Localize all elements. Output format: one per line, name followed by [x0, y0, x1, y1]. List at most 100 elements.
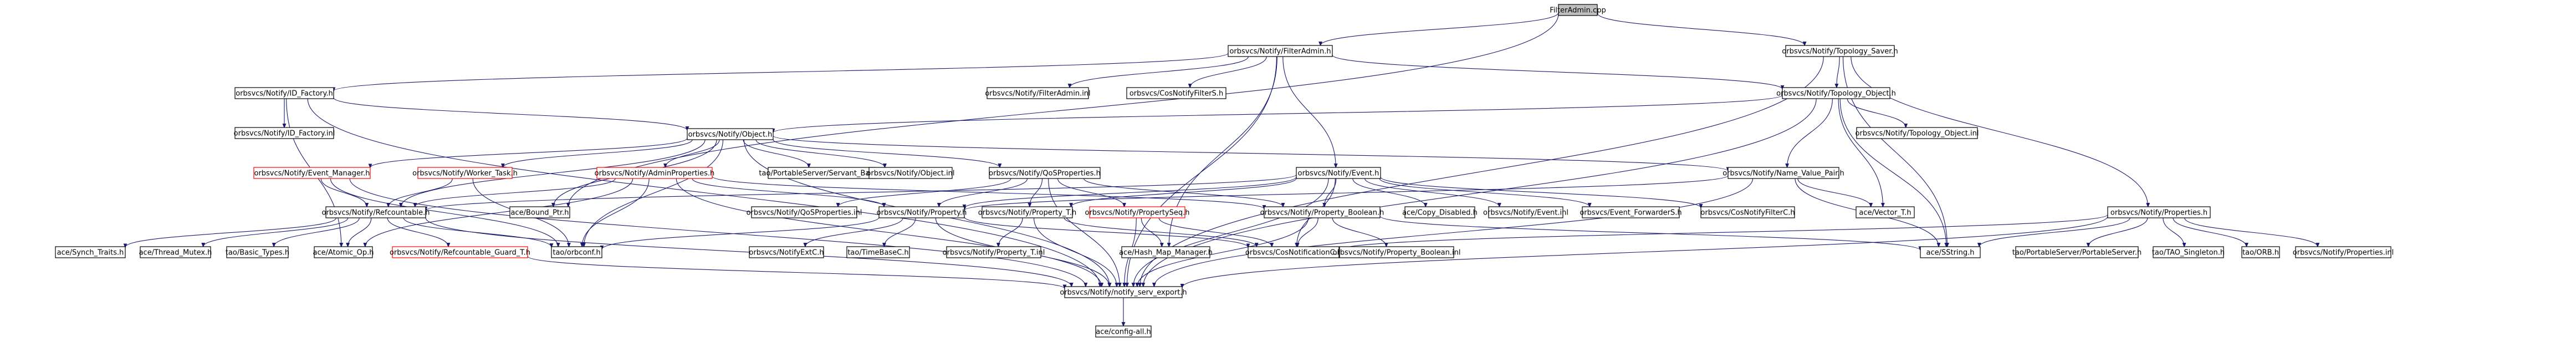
node-label: tao/orbconf.h — [553, 249, 600, 257]
graph-node[interactable]: orbsvcs/Notify/Refcountable.h — [321, 206, 430, 218]
node-box — [1785, 45, 1895, 57]
graph-node[interactable]: ace/Copy_Disabled.h — [1402, 206, 1478, 218]
graph-node[interactable]: orbsvcs/Notify/Event_Manager.h — [253, 167, 371, 179]
graph-node[interactable]: orbsvcs/NotifyExtC.h — [749, 246, 824, 258]
node-box — [878, 206, 965, 218]
edge-n25-to-n43 — [1379, 216, 1920, 251]
graph-node[interactable]: orbsvcs/Notify/Property_Boolean.h — [1260, 206, 1384, 218]
node-box — [2153, 246, 2224, 258]
node-label: orbsvcs/Notify/QoSProperties.inl — [747, 209, 862, 217]
graph-node[interactable]: orbsvcs/Notify/QoSProperties.inl — [747, 206, 862, 218]
edge-n18-to-n43 — [1979, 217, 2130, 247]
node-box — [1296, 167, 1381, 179]
graph-node[interactable]: orbsvcs/Notify/Object.inl — [866, 167, 955, 179]
graph-node[interactable]: orbsvcs/Notify/Worker_Task.h — [412, 167, 518, 179]
node-box — [2015, 246, 2139, 258]
edge-n20-to-n31 — [125, 217, 337, 247]
graph-node[interactable]: ace/Atomic_Op.h — [313, 246, 374, 258]
edge-n6-to-n8 — [773, 95, 1783, 133]
edge-n1-to-n5 — [1190, 56, 1267, 88]
node-label: ace/Hash_Map_Manager.h — [1119, 249, 1213, 257]
node-box — [55, 246, 126, 258]
graph-node[interactable]: orbsvcs/Notify/notify_serv_export.h — [1060, 286, 1187, 298]
graph-node[interactable]: orbsvcs/Notify/Properties.h — [2107, 206, 2211, 218]
node-box — [987, 87, 1089, 99]
node-box — [509, 206, 570, 218]
graph-node[interactable]: tao/ORB.h — [2241, 246, 2280, 258]
graph-node[interactable]: ace/Synch_Traits.h — [55, 246, 126, 258]
node-box — [392, 246, 528, 258]
edge-n16-to-n22 — [964, 176, 1297, 208]
edge-n12-to-n20 — [415, 178, 616, 207]
node-box — [687, 128, 774, 140]
node-label: orbsvcs/Notify/Properties.inl — [2293, 249, 2394, 257]
edge-n24-to-n41 — [1158, 217, 1272, 247]
graph-node[interactable]: ace/Bound_Ptr.h — [509, 206, 570, 218]
graph-node[interactable]: tao/PortableServer/Servant_Base.h — [759, 167, 885, 179]
node-box — [1856, 206, 1915, 218]
edge-n3-to-n48 — [307, 98, 1100, 287]
graph-node[interactable]: tao/PortableServer/PortableServer.h — [2012, 246, 2141, 258]
node-box — [234, 127, 334, 139]
edge-n6-to-n30 — [1838, 98, 1883, 207]
graph-node[interactable]: ace/Hash_Map_Manager.h — [1119, 246, 1213, 258]
node-label: FilterAdmin.cpp — [1550, 7, 1606, 15]
graph-node[interactable]: orbsvcs/Notify/Event.inl — [1483, 206, 1568, 218]
edge-n23-to-n41 — [1064, 217, 1256, 247]
graph-node[interactable]: tao/Basic_Types.h — [226, 246, 289, 258]
node-label: orbsvcs/Notify/Property_T.inl — [943, 249, 1045, 257]
graph-node[interactable]: orbsvcs/Notify/Property.h — [877, 206, 967, 218]
graph-node[interactable]: orbsvcs/Notify/PropertySeq.h — [1085, 206, 1190, 218]
graph-node[interactable]: orbsvcs/Notify/Refcountable_Guard_T.h — [390, 246, 530, 258]
edge-n10-to-n36 — [330, 178, 558, 247]
edge-n0-to-n2 — [1597, 13, 1805, 46]
graph-node[interactable]: orbsvcs/CosNotifyFilterS.h — [1126, 87, 1226, 99]
edge-n8-to-n15 — [773, 139, 1000, 167]
graph-node[interactable]: orbsvcs/Notify/AdminProperties.h — [595, 167, 715, 179]
graph-node[interactable]: orbsvcs/Notify/FilterAdmin.h — [1228, 45, 1333, 57]
graph-node[interactable]: orbsvcs/Notify/Name_Value_Pair.h — [1723, 167, 1844, 179]
node-box — [596, 167, 713, 179]
graph-node[interactable]: ace/SString.h — [1920, 246, 1981, 258]
graph-node[interactable]: orbsvcs/Notify/Properties.inl — [2293, 246, 2394, 258]
graph-node[interactable]: ace/Thread_Mutex.h — [139, 246, 212, 258]
graph-node[interactable]: orbsvcs/Notify/ID_Factory.h — [234, 87, 334, 99]
graph-node[interactable]: orbsvcs/Notify/Topology_Saver.h — [1782, 45, 1898, 57]
edge-n22-to-n41 — [964, 216, 1248, 247]
graph-node[interactable]: ace/Vector_T.h — [1856, 206, 1915, 218]
graph-node[interactable]: orbsvcs/Notify/ID_Factory.inl — [234, 127, 335, 139]
graph-node[interactable]: tao/orbconf.h — [551, 246, 602, 258]
node-box — [1339, 246, 1454, 258]
node-label: orbsvcs/Notify/Topology_Saver.h — [1782, 48, 1898, 56]
graph-node[interactable]: ace/config-all.h — [1095, 325, 1152, 338]
edge-n16-to-n27 — [1364, 178, 1500, 207]
node-box — [749, 246, 824, 258]
graph-node[interactable]: orbsvcs/Notify/FilterAdmin.inl — [985, 87, 1091, 99]
edge-n6-to-n9 — [1847, 98, 1905, 127]
node-label: ace/Thread_Mutex.h — [139, 249, 212, 257]
graph-node[interactable]: orbsvcs/Notify/Property_Boolean.inl — [1333, 246, 1461, 258]
graph-node[interactable]: orbsvcs/Notify/QoSProperties.h — [989, 167, 1101, 179]
graph-node[interactable]: FilterAdmin.cpp — [1550, 4, 1606, 16]
edge-n8-to-n20 — [401, 139, 706, 207]
graph-node[interactable]: orbsvcs/Notify/Topology_Object.inl — [1856, 127, 1979, 139]
edge-n18-to-n45 — [2163, 217, 2184, 247]
graph-node[interactable]: orbsvcs/Notify/Event.h — [1296, 167, 1381, 179]
graph-node[interactable]: orbsvcs/Notify/Property_T.h — [978, 206, 1076, 218]
node-label: tao/ORB.h — [2242, 249, 2279, 257]
node-label: orbsvcs/CosNotifyFilterS.h — [1129, 90, 1223, 98]
graph-node[interactable]: orbsvcs/CosNotifyFilterC.h — [1700, 206, 1795, 218]
graph-node[interactable]: orbsvcs/Event_ForwarderS.h — [1580, 206, 1682, 218]
graph-node[interactable]: tao/TAO_Singleton.h — [2152, 246, 2225, 258]
node-box — [1248, 246, 1340, 258]
edge-n15-to-n24 — [1057, 178, 1125, 207]
edge-n2-to-n18 — [1851, 56, 2148, 207]
graph-node[interactable]: orbsvcs/CosNotificationC.h — [1245, 246, 1342, 258]
graph-node[interactable]: orbsvcs/Notify/Topology_Object.h — [1776, 87, 1896, 99]
node-box — [226, 246, 289, 258]
graph-node[interactable]: orbsvcs/Notify/Property_T.inl — [943, 246, 1045, 258]
graph-node[interactable]: orbsvcs/Notify/Object.h — [687, 128, 774, 140]
edge-n11-to-n20 — [389, 178, 453, 207]
edge-n17-to-n48 — [1154, 178, 1754, 287]
graph-node[interactable]: tao/TimeBaseC.h — [846, 246, 910, 258]
